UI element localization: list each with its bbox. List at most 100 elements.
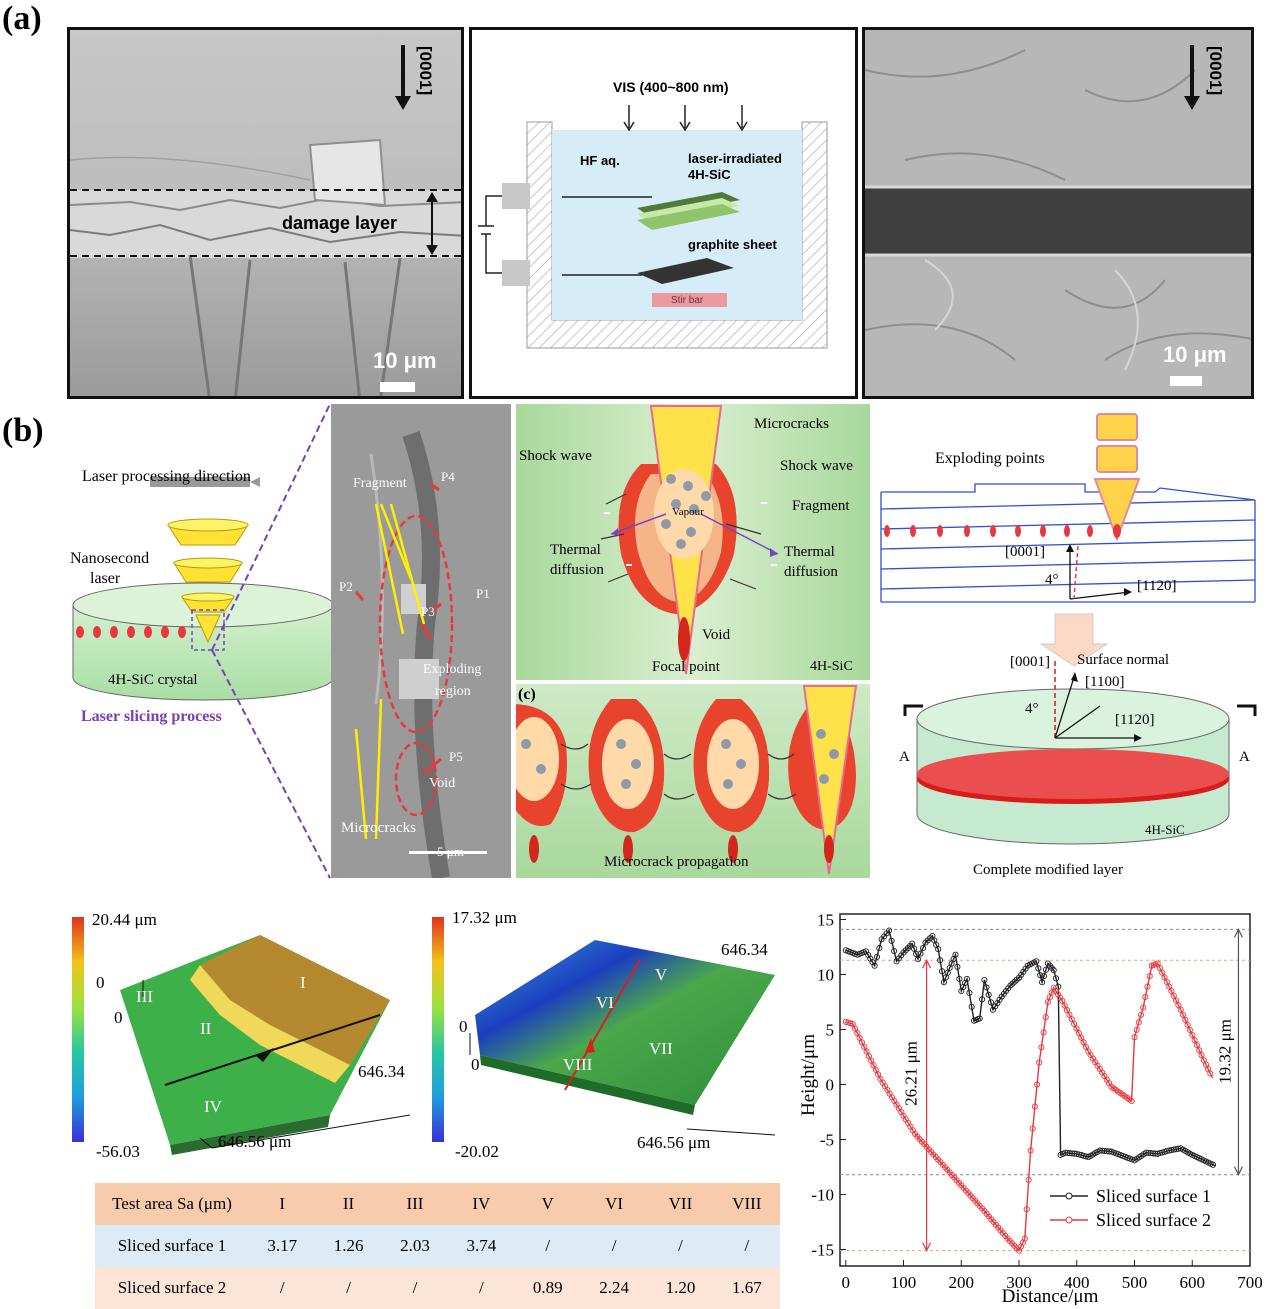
- microcracks-label: Microcracks: [341, 820, 416, 836]
- data-point: [1073, 1025, 1080, 1032]
- region-i-label: I: [300, 973, 306, 992]
- table-header-cell: V: [514, 1183, 581, 1225]
- p2-label: P2: [339, 579, 353, 594]
- data-point: [1033, 958, 1040, 965]
- data-point: [1168, 1147, 1175, 1154]
- legend-marker: [1065, 1216, 1073, 1224]
- thermal-left-label-2: diffusion: [550, 562, 604, 578]
- laser-label: Nanosecond: [70, 550, 150, 567]
- data-point: [1034, 1081, 1041, 1088]
- data-point: [1037, 972, 1044, 979]
- exploding-label-2: region: [435, 684, 471, 699]
- hf-label: HF aq.: [580, 153, 620, 168]
- data-point: [1031, 1103, 1038, 1110]
- data-point: [1042, 1014, 1049, 1021]
- crystal-plane-schematic: Exploding points [0001] 4° [1120] [0001]…: [875, 404, 1275, 884]
- axis-bottom-label: 646.56 μm: [218, 1132, 292, 1151]
- axis-right-label: 646.34: [358, 1062, 405, 1081]
- data-point: [1179, 1011, 1187, 1018]
- axis-zero-label: 0: [114, 1008, 123, 1027]
- data-point: [963, 975, 971, 982]
- table-header-cell: VI: [580, 1183, 648, 1225]
- data-point: [909, 940, 916, 947]
- stir-bar-label: Stir bar: [671, 295, 704, 306]
- data-point: [1128, 1097, 1135, 1105]
- data-point: [1193, 1042, 1200, 1049]
- etching-schematic: VIS (400~800 nm) HF aq. laser-irradiated…: [469, 27, 858, 399]
- data-point: [1177, 1006, 1184, 1013]
- topography-left: 20.44 μm 0 0 -56.03 646.34 646.56 μm I I…: [60, 905, 430, 1167]
- laser-label-2: laser: [90, 570, 121, 587]
- sem-etched-image: [0001] 10 μm: [862, 27, 1254, 399]
- direction-0001-label: [0001]: [1005, 544, 1045, 560]
- data-point: [886, 927, 893, 934]
- data-point: [1040, 972, 1048, 980]
- table-row: Sliced surface 2 / / / / 0.89 2.24 1.20 …: [95, 1267, 780, 1309]
- data-point: [952, 951, 959, 958]
- direction-0001-lower-label: [0001]: [1010, 654, 1050, 670]
- topography-right: 17.32 μm 0 0 -20.02 646.34 646.56 μm V V…: [425, 905, 805, 1167]
- data-point: [1071, 1020, 1078, 1027]
- graphite-label: graphite sheet: [688, 237, 777, 252]
- void-label: Void: [429, 776, 456, 791]
- region-viii-label: VIII: [563, 1055, 593, 1074]
- focal-point-label: Focal point: [652, 659, 720, 675]
- data-point: [1040, 1029, 1047, 1036]
- annotation-arrowheads: [1233, 928, 1243, 1177]
- data-point: [1039, 979, 1046, 986]
- data-point: [858, 1039, 865, 1046]
- data-point: [1173, 1146, 1180, 1153]
- table-cell: 2.24: [580, 1267, 648, 1309]
- data-point: [1082, 1043, 1089, 1050]
- exploding-label: Exploding: [423, 662, 482, 677]
- data-point: [1042, 966, 1050, 973]
- legend-marker: [1065, 1192, 1073, 1200]
- data-point: [1023, 1206, 1030, 1213]
- table-header-cell: III: [381, 1183, 449, 1225]
- y-tick-label: -15: [811, 1241, 834, 1260]
- y-tick-label: 15: [817, 911, 834, 930]
- data-point: [1152, 1150, 1159, 1157]
- data-point: [1175, 1145, 1182, 1152]
- panel-a-label: (a): [2, 0, 42, 37]
- panel-b-label: (b): [2, 412, 44, 449]
- data-point: [911, 945, 918, 952]
- y-axis-label: Height/μm: [798, 1034, 819, 1116]
- thermal-left-label: Thermal: [550, 542, 601, 558]
- angle-label-2: 4°: [1025, 701, 1039, 717]
- data-point: [1099, 1147, 1106, 1154]
- data-point: [1196, 1047, 1203, 1054]
- table-header-cell: VIII: [713, 1183, 780, 1225]
- axis-bottom-label: 646.56 μm: [637, 1133, 711, 1152]
- data-point: [876, 945, 883, 952]
- sem-damage-image: [0001] damage layer 10 μm: [67, 27, 464, 399]
- table-row: Sliced surface 1 3.17 1.26 2.03 3.74 / /…: [95, 1225, 780, 1267]
- data-point: [1035, 965, 1042, 972]
- data-point: [937, 957, 944, 964]
- data-point: [1066, 1150, 1073, 1157]
- fragment-label: Fragment: [792, 498, 850, 514]
- data-point: [917, 950, 924, 957]
- data-point: [1135, 1019, 1142, 1026]
- data-point: [1021, 1235, 1028, 1242]
- annotation-label: 26.21 μm: [902, 1041, 921, 1106]
- data-point: [871, 962, 878, 969]
- colorbar-zero-label: 0: [96, 973, 105, 992]
- x-tick-label: 100: [891, 1273, 917, 1292]
- region-ii-label: II: [200, 1019, 212, 1038]
- data-point: [1137, 1011, 1145, 1018]
- data-point: [1050, 967, 1057, 974]
- shock-wave-left-label: Shock wave: [519, 448, 592, 464]
- table-cell: /: [647, 1225, 714, 1267]
- data-point: [968, 1003, 975, 1010]
- y-tick-label: 10: [817, 966, 834, 985]
- table-header-cell: VII: [647, 1183, 714, 1225]
- table-cell: 0.89: [514, 1267, 581, 1309]
- table-header-row: Test area Sa (μm) I II III IV V VI VII V…: [95, 1183, 780, 1225]
- region-iii-label: III: [136, 987, 153, 1006]
- table-cell: /: [514, 1225, 581, 1267]
- data-point: [1182, 1016, 1189, 1023]
- vis-label: VIS (400~800 nm): [613, 79, 729, 95]
- fragment-label: Fragment: [353, 476, 407, 491]
